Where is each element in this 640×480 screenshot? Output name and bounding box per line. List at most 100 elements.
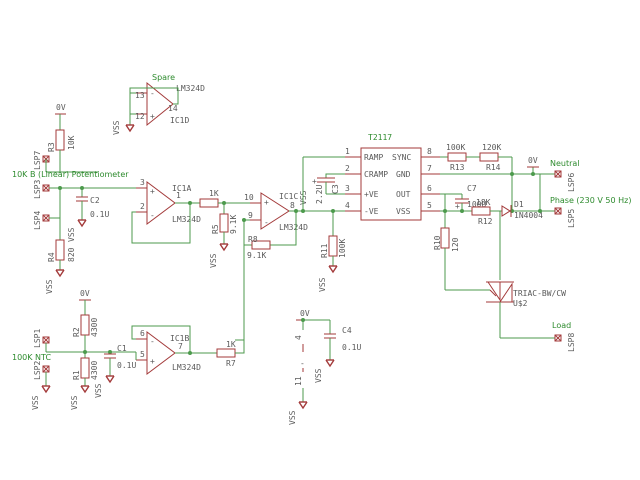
- r10-value: 120: [451, 237, 460, 252]
- lsp3-label: LSP3: [33, 180, 42, 199]
- resistor-r11[interactable]: [328, 235, 338, 257]
- resistor-r10[interactable]: [440, 227, 450, 249]
- ic1b-pin-5: 5: [140, 350, 145, 359]
- opamp-ic1d[interactable]: - + 13 12 14 LM324D IC1D: [135, 81, 205, 127]
- resistor-r5[interactable]: [219, 213, 229, 233]
- connector-lsp8[interactable]: [554, 334, 562, 342]
- resistor-r1[interactable]: [80, 357, 90, 379]
- c2-value: 0.1U: [90, 210, 109, 219]
- r11-value: 100K: [338, 239, 347, 258]
- ic1c-pin-10: 10: [244, 193, 254, 202]
- ground-symbol: [105, 375, 115, 384]
- svg-text:+: +: [455, 202, 460, 211]
- opamp-ic1c[interactable]: + - 10 9 8 IC1C LM324D: [244, 192, 308, 232]
- connector-lsp1[interactable]: [42, 336, 50, 344]
- connector-lsp2[interactable]: [42, 365, 50, 373]
- net-label-neutral: Neutral: [550, 159, 580, 168]
- connector-lsp3[interactable]: [42, 184, 50, 192]
- t2117-pin-sync: SYNC: [392, 153, 411, 162]
- r6-value: 1K: [209, 189, 219, 198]
- r13-value: 100K: [446, 143, 465, 152]
- opamp-ic1a[interactable]: + - 3 2 1 IC1A LM324D: [136, 178, 201, 225]
- r2-value: 4300: [90, 318, 99, 337]
- pin-11-label: 11: [294, 376, 303, 386]
- svg-text:-: -: [150, 211, 155, 220]
- vss-label: VSS: [45, 279, 54, 294]
- triac-part: TRIAC-BW/CW: [513, 289, 566, 298]
- zero-v-label: 0V: [528, 156, 538, 165]
- resistor-r13[interactable]: [447, 152, 467, 162]
- ic1a-part: LM324D: [172, 215, 201, 224]
- resistor-r2[interactable]: [80, 314, 90, 336]
- r14-value: 120K: [482, 143, 501, 152]
- connector-lsp4[interactable]: [42, 214, 50, 222]
- ground-symbol: [325, 359, 335, 368]
- t2117-num-4: 4: [345, 201, 350, 210]
- r3-name: R3: [47, 142, 56, 152]
- c1-value: 0.1U: [117, 361, 136, 370]
- t2117-pin-pve: +VE: [364, 190, 379, 199]
- net-label-load: Load: [552, 321, 571, 330]
- resistor-r12[interactable]: [471, 206, 491, 216]
- resistor-r3[interactable]: [55, 129, 65, 151]
- lsp5-label: LSP5: [567, 209, 576, 228]
- r10-name: R10: [433, 235, 442, 250]
- t2117-pin-nve: -VE: [364, 207, 379, 216]
- resistor-r6[interactable]: [199, 198, 219, 208]
- ic1a-name: IC1A: [172, 184, 191, 193]
- resistor-r8[interactable]: [251, 240, 271, 250]
- ground-symbol: [55, 269, 65, 278]
- ground-symbol: [80, 385, 90, 394]
- vss-label: VSS: [67, 227, 76, 242]
- capacitor-c4[interactable]: [324, 333, 336, 339]
- capacitor-c1[interactable]: [104, 353, 116, 359]
- vss-label: VSS: [31, 395, 40, 410]
- ic1d-pin-14: 14: [168, 104, 178, 113]
- connector-lsp6[interactable]: [554, 170, 562, 178]
- t2117-num-3: 3: [345, 184, 350, 193]
- vss-label: VSS: [70, 395, 79, 410]
- net-label-potentiometer: 10K B (Linear) Potentiometer: [12, 170, 129, 179]
- pin-4-label: 4: [294, 335, 303, 340]
- r4-name: R4: [47, 252, 56, 262]
- triac-u2[interactable]: [486, 281, 514, 303]
- t2117-num-1: 1: [345, 147, 350, 156]
- ground-symbol: [298, 401, 308, 410]
- ic1c-pin-8: 8: [290, 201, 295, 210]
- diode-d1[interactable]: [501, 205, 512, 217]
- ic1b-name: IC1B: [170, 334, 189, 343]
- lsp4-label: LSP4: [33, 211, 42, 230]
- ic1d-part: LM324D: [176, 84, 205, 93]
- vss-label: VSS: [288, 410, 297, 425]
- c4-value: 0.1U: [342, 343, 361, 352]
- r7-name: R7: [226, 359, 236, 368]
- d1-part: 1N4004: [514, 211, 543, 220]
- ic1d-name: IC1D: [170, 116, 189, 125]
- opamp-ic1b[interactable]: - + 6 5 7 IC1B LM324D: [136, 329, 201, 375]
- zero-v-label: 0V: [300, 309, 310, 318]
- zero-v-label: 0V: [80, 289, 90, 298]
- t2117-pin-ramp: RAMP: [364, 153, 383, 162]
- svg-text:+: +: [150, 112, 155, 121]
- svg-text:+: +: [264, 198, 269, 207]
- resistor-r14[interactable]: [479, 152, 499, 162]
- ground-symbol: [41, 385, 51, 394]
- connector-lsp5[interactable]: [554, 207, 562, 215]
- ground-symbol: [219, 243, 229, 252]
- svg-text:+: +: [312, 177, 317, 186]
- r3-value: 10K: [67, 135, 76, 150]
- c3-value: 2.2U: [315, 185, 324, 204]
- resistor-r4[interactable]: [55, 239, 65, 261]
- vss-label: VSS: [94, 383, 103, 398]
- resistor-r7[interactable]: [216, 348, 236, 358]
- t2117-num-8: 8: [427, 147, 432, 156]
- ic1c-part: LM324D: [279, 223, 308, 232]
- capacitor-c2[interactable]: [76, 196, 88, 202]
- ic1a-pin-3: 3: [140, 178, 145, 187]
- vss-label: VSS: [318, 277, 327, 292]
- ground-symbol: [328, 265, 338, 274]
- t2117-num-6: 6: [427, 184, 432, 193]
- lsp2-label: LSP2: [33, 361, 42, 380]
- lsp6-label: LSP6: [567, 173, 576, 192]
- ic-t2117[interactable]: T2117 RAMP CRAMP +VE -VE SYNC GND OUT VS…: [345, 133, 440, 221]
